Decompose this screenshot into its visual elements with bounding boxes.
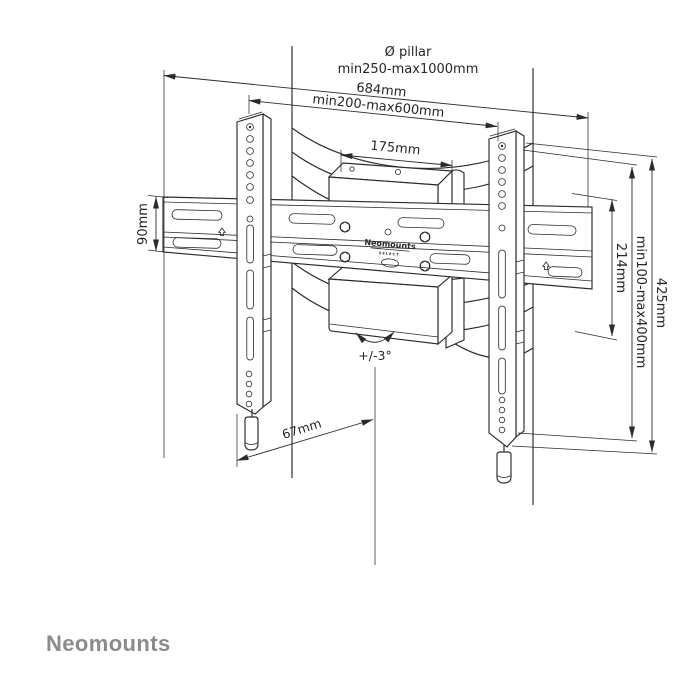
pillar-diameter-range: min250-max1000mm (338, 62, 479, 77)
left-bracket-pin (244, 409, 259, 451)
left-wall-bracket (236, 111, 272, 415)
rail-screw (339, 221, 351, 233)
dim-total-width: 684mm (163, 70, 589, 458)
dim-pillar-diameter: Ø pillar min250-max1000mm (338, 45, 479, 77)
rail-oval-hole (381, 258, 399, 268)
rail-logo-subtext: SELECT (379, 251, 400, 257)
clamp-width-label: 175mm (370, 139, 421, 159)
dim-tilt: +/-3° (355, 331, 395, 363)
dim-width-range: min200-max600mm (248, 92, 499, 141)
right-bracket-pin (496, 445, 512, 484)
depth-label: 67mm (280, 416, 323, 442)
height-range-label: min100-max400mm (633, 236, 648, 368)
total-width-label: 684mm (356, 81, 407, 101)
up-arrow-icon (218, 227, 226, 236)
dim-rail-end-height: 214mm (571, 193, 628, 341)
dim-rail-height: 90mm (136, 195, 169, 253)
right-wall-bracket (488, 128, 525, 448)
rail-height-label: 90mm (136, 203, 151, 245)
dim-height-range: min100-max400mm (517, 149, 648, 442)
rail-brand-print: Neomounts SELECT (364, 238, 416, 257)
rail-end-height-label: 214mm (613, 243, 628, 293)
dim-clamp-width: 175mm (340, 139, 453, 182)
rail-hole (384, 228, 392, 236)
tilt-range-label: +/-3° (358, 348, 391, 363)
brand-logo: Neomounts (46, 631, 171, 656)
rail-screw (339, 251, 351, 263)
rail-screw (419, 231, 431, 243)
pillar-diameter-title: Ø pillar (385, 45, 432, 60)
total-height-label: 425mm (653, 278, 668, 328)
rail-screw (419, 260, 431, 272)
bottom-clamp-block (327, 266, 465, 349)
up-arrow-icon (542, 261, 550, 270)
rail-logo-text: Neomounts (364, 238, 416, 251)
dim-total-height: 425mm (511, 142, 668, 455)
